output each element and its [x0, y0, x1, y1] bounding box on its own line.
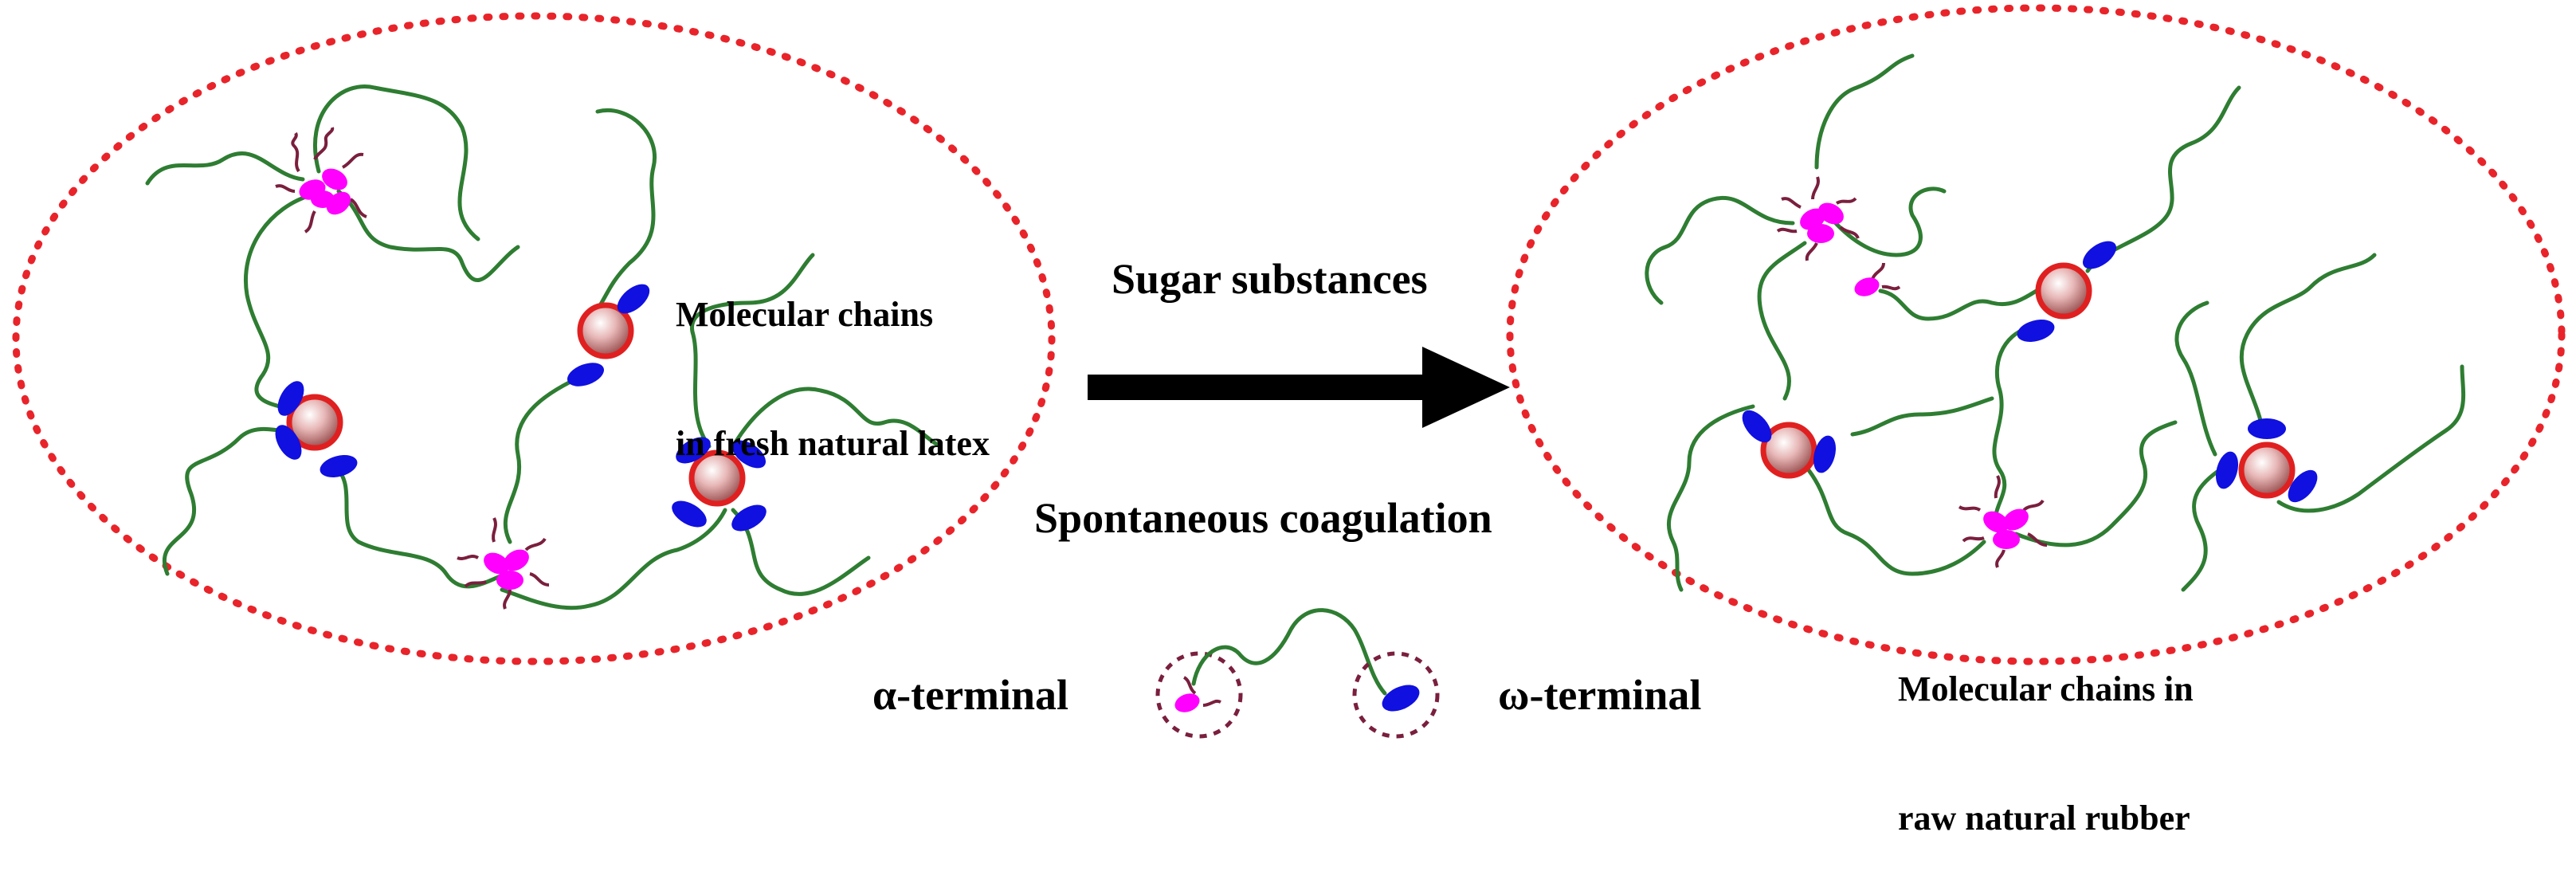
legend-alpha-label: α-terminal [872, 671, 1069, 719]
right-caption-line-2: raw natural rubber [1898, 799, 2190, 838]
right-particle-1 [2017, 241, 2117, 343]
right-molecular-chains [1645, 53, 2466, 592]
left-particle-3 [672, 437, 767, 532]
left-caption-line-1: Molecular chains [676, 295, 934, 334]
left-particle-1 [275, 381, 358, 478]
legend-alpha-symbol [1155, 651, 1243, 739]
left-caption-line-2: in fresh natural latex [676, 424, 990, 463]
left-boundary-ellipse [12, 12, 1056, 665]
right-cluster-caption: Molecular chains in raw natural rubber [1898, 582, 2194, 883]
right-boundary-ellipse [1506, 4, 2566, 665]
left-molecular-chains [145, 84, 943, 610]
arrow-top-label: Sugar substances [1112, 255, 1428, 303]
legend-chain [1191, 608, 1387, 696]
left-particle-2 [567, 284, 650, 387]
diagram-canvas [12, 4, 2566, 739]
right-alpha-terminal-single [1854, 262, 1901, 296]
left-cluster-caption: Molecular chains in fresh natural latex [676, 207, 990, 508]
right-particle-2 [1742, 410, 1837, 479]
arrow-bottom-label: Spontaneous coagulation [1034, 494, 1492, 542]
right-alpha-terminal-cluster-2 [1958, 475, 2048, 568]
right-particle-3 [2215, 418, 2318, 503]
process-arrow [1088, 347, 1510, 428]
left-alpha-terminal-cluster-1 [275, 127, 367, 234]
legend-omega-symbol [1352, 651, 1440, 739]
right-alpha-terminal-cluster-1 [1776, 176, 1860, 261]
left-alpha-terminal-cluster-2 [457, 517, 550, 610]
legend-omega-label: ω-terminal [1498, 671, 1702, 719]
diagram: Molecular chains in fresh natural latex … [12, 4, 2566, 838]
right-caption-line-1: Molecular chains in [1898, 669, 2194, 708]
